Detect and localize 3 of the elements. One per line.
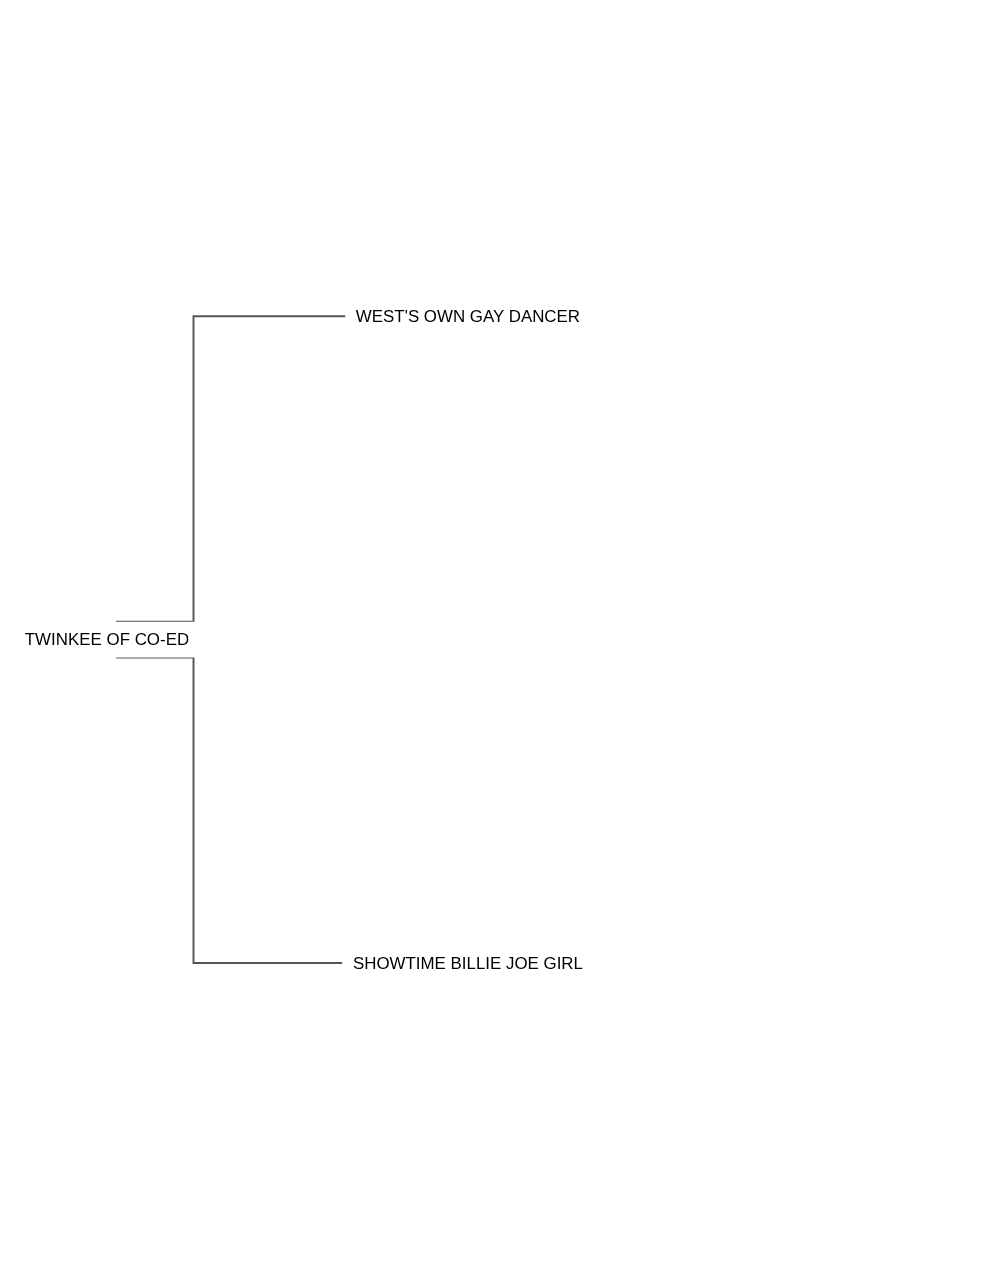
connector: [115, 315, 347, 624]
node-text: SHOWTIME BILLIE JOE GIRL: [352, 953, 583, 973]
node-text: WEST'S OWN GAY DANCER: [355, 306, 581, 327]
